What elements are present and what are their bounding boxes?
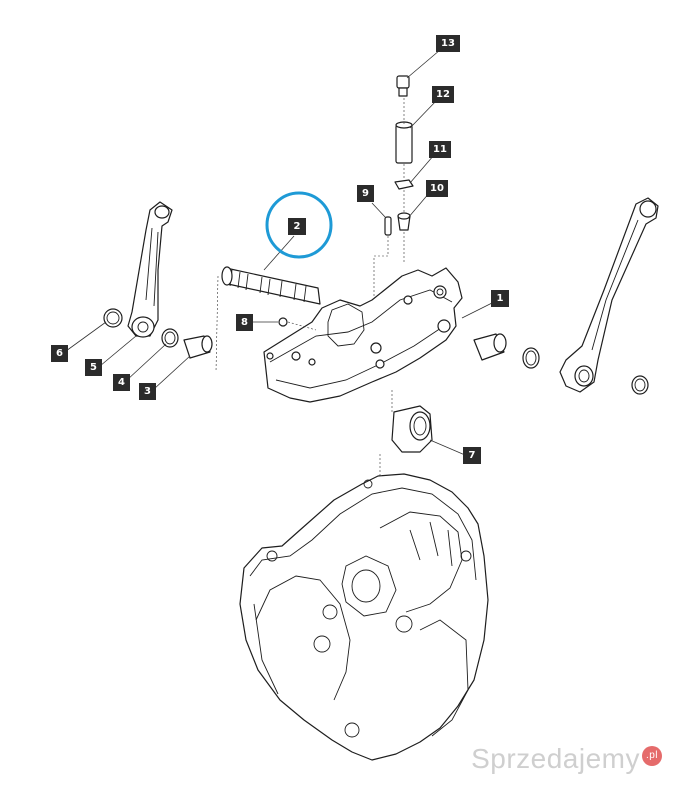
ring-right: [522, 347, 540, 369]
svg-text:9: 9: [362, 188, 369, 199]
callout-1: 1: [491, 290, 509, 307]
callout-9: 9: [357, 185, 374, 202]
callout-8: 8: [236, 314, 253, 331]
svg-text:7: 7: [469, 450, 476, 461]
cylinder-7: [391, 405, 433, 453]
gearbox-casing: [239, 473, 489, 761]
svg-text:6: 6: [56, 348, 63, 359]
svg-text:10: 10: [430, 183, 444, 194]
svg-text:8: 8: [241, 317, 248, 328]
svg-text:4: 4: [118, 377, 125, 388]
callout-11: 11: [429, 141, 451, 158]
svg-text:3: 3: [144, 386, 151, 397]
ring-6: [103, 308, 123, 328]
highlight-circle: [265, 191, 333, 259]
bushing-right: [473, 333, 507, 361]
sleeve-12: [395, 121, 413, 164]
plug-13: [396, 75, 410, 97]
callout-7: 7: [463, 447, 481, 464]
callout-12: 12: [432, 86, 454, 103]
callout-4: 4: [113, 374, 130, 391]
valve-10: [397, 212, 411, 231]
watermark-text: Sprzedajemy: [471, 743, 640, 774]
callout-13: 13: [436, 35, 460, 52]
ring-far-right: [631, 375, 649, 395]
right-lift-arm: [559, 197, 659, 393]
bushing-3: [183, 335, 213, 359]
svg-text:11: 11: [433, 144, 447, 155]
pin-9: [384, 216, 392, 236]
pin-8: [278, 317, 288, 327]
svg-text:13: 13: [441, 38, 455, 49]
svg-text:5: 5: [90, 362, 97, 373]
callout-10: 10: [426, 180, 448, 197]
splined-shaft: [221, 266, 321, 305]
svg-text:1: 1: [497, 293, 504, 304]
callout-5: 5: [85, 359, 102, 376]
svg-text:2: 2: [294, 221, 301, 232]
ring-4: [161, 328, 179, 348]
lift-housing: [263, 267, 463, 403]
callout-3: 3: [139, 383, 156, 400]
watermark: Sprzedajemy.pl: [471, 743, 662, 775]
block-11: [394, 179, 414, 190]
callout-2: 2: [288, 218, 306, 235]
svg-text:12: 12: [436, 89, 450, 100]
callout-6: 6: [51, 345, 68, 362]
left-lift-arm: [127, 201, 173, 338]
leader-lines: [65, 49, 499, 456]
watermark-badge: .pl: [642, 745, 662, 766]
